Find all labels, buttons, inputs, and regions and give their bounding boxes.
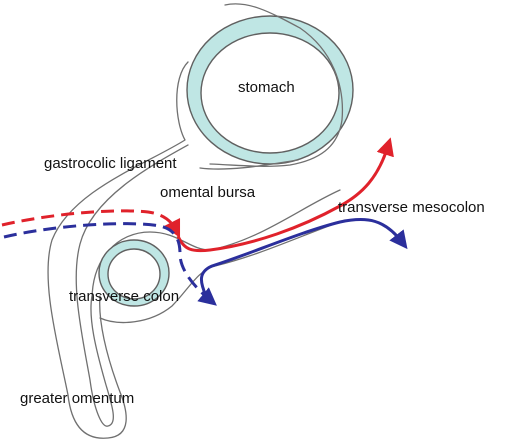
blue-path [3, 218, 408, 306]
label-gastrocolic-ligament: gastrocolic ligament [44, 155, 177, 172]
stomach-lumen [200, 32, 340, 154]
label-stomach: stomach [238, 79, 295, 96]
stomach-organ [186, 15, 354, 165]
blue-solid-segment [200, 218, 408, 297]
upper-mesocolon-line [199, 159, 299, 170]
label-omental-bursa: omental bursa [160, 184, 256, 201]
red-dashed-segment [1, 209, 181, 239]
stomach-posterior-line [209, 3, 344, 167]
transverse-colon-organ [98, 239, 170, 307]
label-greater-omentum: greater omentum [20, 390, 135, 407]
label-transverse-colon: transverse colon [69, 288, 180, 305]
blue-dashed-segment [3, 222, 217, 306]
mesocolon-lower-sheet [99, 219, 346, 324]
label-transverse-mesocolon: transverse mesocolon [338, 199, 485, 216]
red-path [1, 137, 394, 253]
greater-omentum-inner-line [75, 144, 189, 427]
greater-omentum-outer-line [47, 61, 189, 439]
red-solid-segment [176, 137, 394, 253]
colon-lumen [107, 248, 161, 300]
